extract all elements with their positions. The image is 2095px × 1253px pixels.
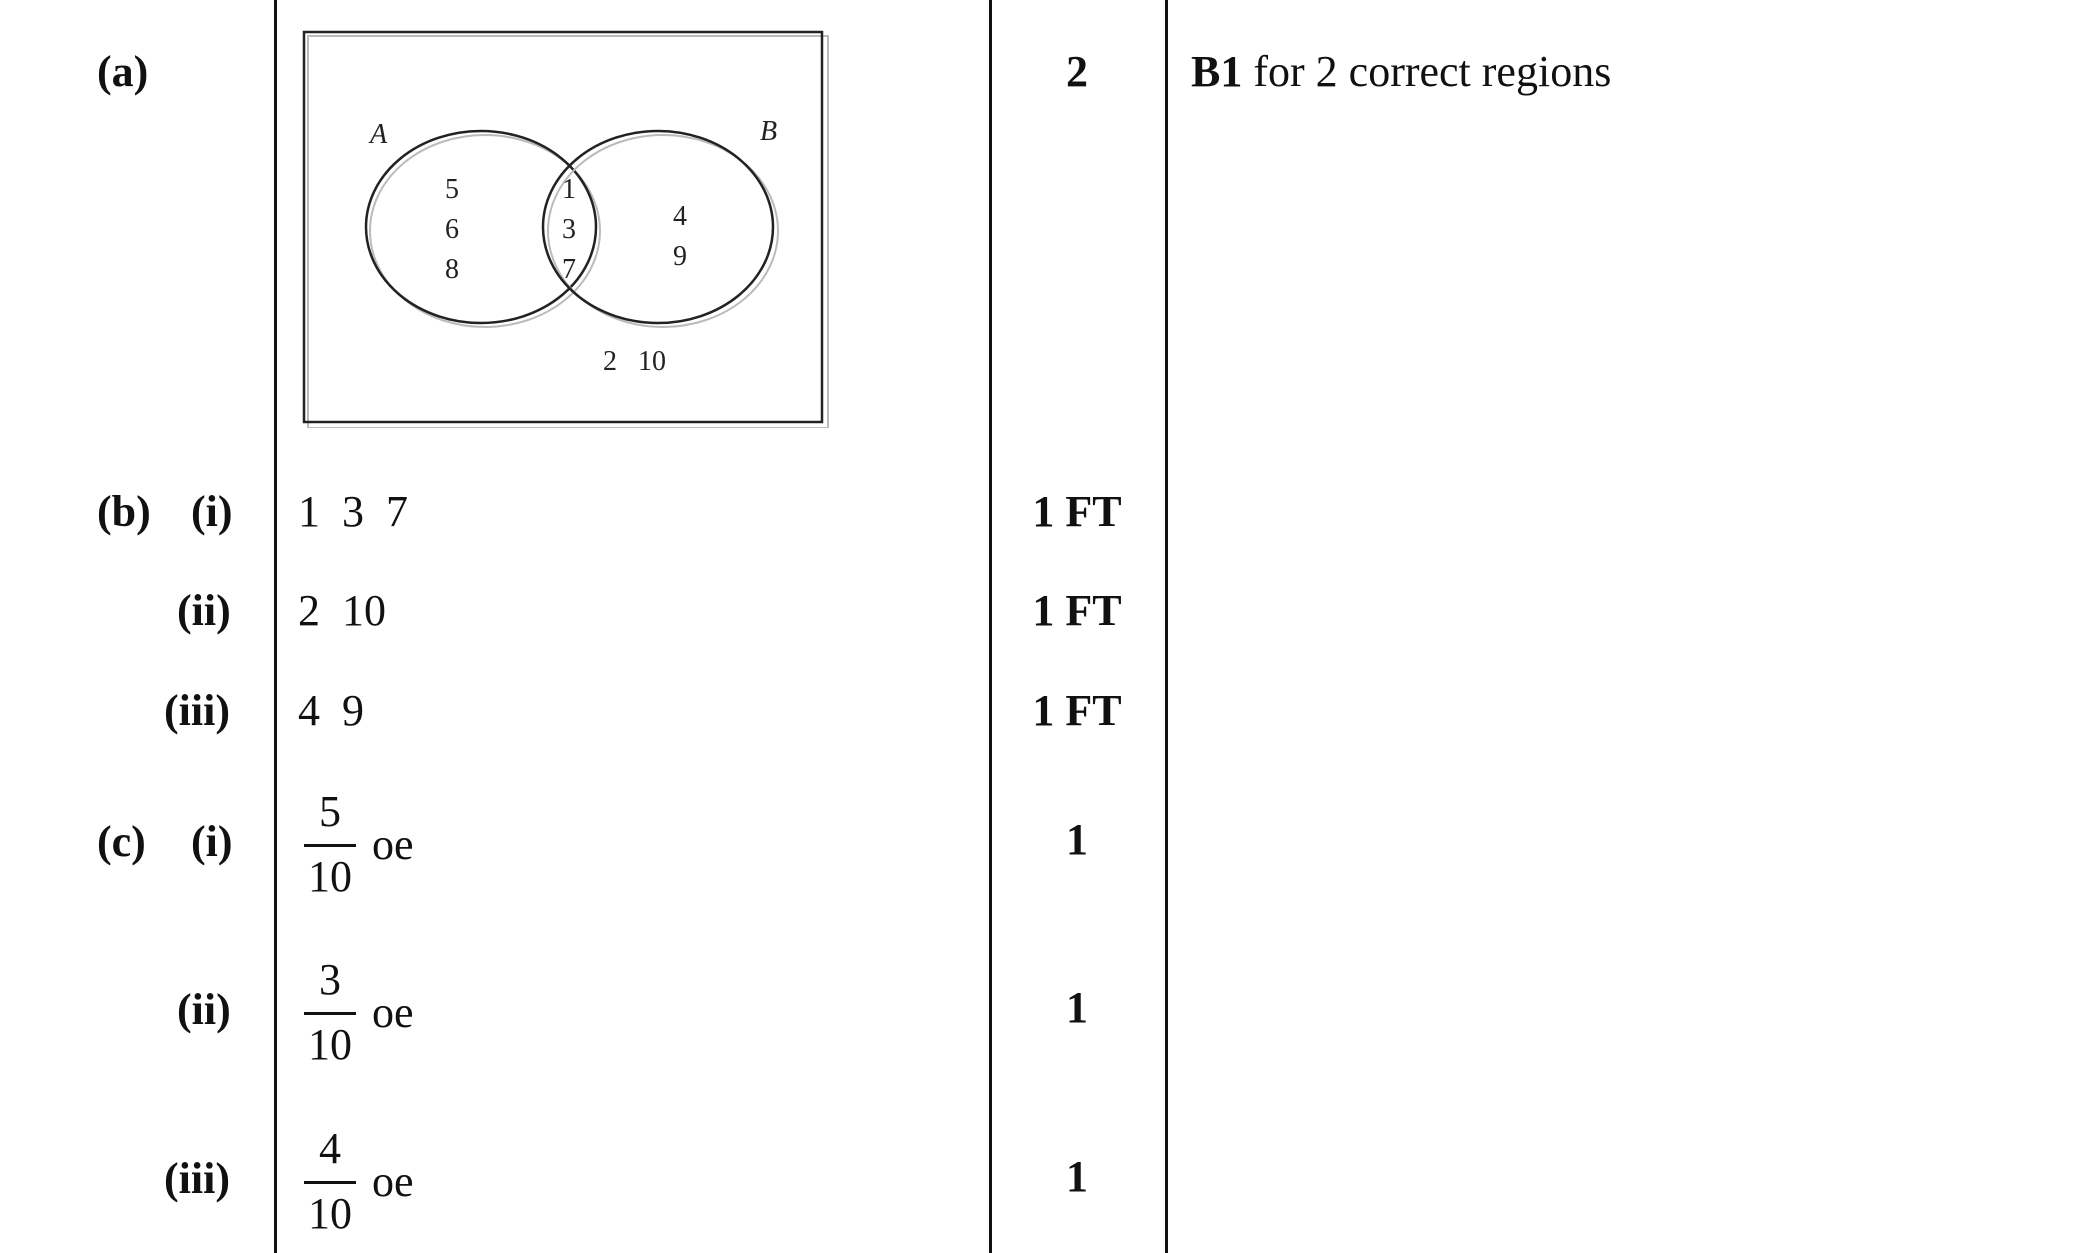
guidance-code: B1 [1191,47,1243,96]
part-c-iii-denominator: 10 [308,1189,352,1238]
venn-circle-b [541,129,775,325]
part-c-ii-suffix: oe [372,988,414,1037]
part-a-mark: 2 [1066,47,1088,96]
part-c-ii-fraction-bar [304,1012,356,1015]
column-divider-2 [989,0,992,1253]
venn-both-1: 1 [562,174,576,205]
part-c-ii-label: (ii) [177,985,231,1034]
part-b-iii-label: (iii) [164,686,230,735]
venn-label-b: B [760,116,777,147]
column-divider-1 [274,0,277,1253]
venn-circle-b-shadow [547,134,779,328]
part-b-i-label: (i) [191,487,233,536]
part-c-iii-fraction-bar [304,1181,356,1184]
part-c-iii-label: (iii) [164,1154,230,1203]
part-c-ii-denominator: 10 [308,1020,352,1069]
venn-label-a: A [368,119,388,150]
venn-circle-a [364,129,598,325]
part-a-label: (a) [97,47,149,96]
part-c-ii-mark: 1 [1066,983,1088,1032]
part-c-iii-fraction: 4 10 [304,1127,356,1236]
part-c-i-fraction: 5 10 [304,790,356,899]
part-c-i-numerator: 5 [319,787,341,836]
venn-only-a-1: 5 [445,174,459,205]
venn-only-b-1: 4 [673,201,687,232]
part-c-i-label: (i) [191,817,233,866]
part-c-ii-fraction: 3 10 [304,958,356,1067]
venn-diagram: A B 5 6 8 1 3 7 4 9 2 10 [302,30,829,428]
part-b-label: (b) [97,487,151,536]
part-a-guidance: B1 for 2 correct regions [1191,50,1611,94]
part-c-iii-suffix: oe [372,1157,414,1206]
part-c-i-fraction-bar [304,844,356,847]
part-c-iii-mark: 1 [1066,1152,1088,1201]
part-c-ii-numerator: 3 [319,955,341,1004]
venn-both-3: 7 [562,254,576,285]
venn-only-b-2: 9 [673,241,687,272]
part-b-iii-answer: 4 9 [298,686,364,735]
venn-only-a-3: 8 [445,254,459,285]
part-c-i-mark: 1 [1066,815,1088,864]
part-b-i-answer: 1 3 7 [298,487,408,536]
part-c-i-suffix: oe [372,820,414,869]
venn-both-2: 3 [562,214,576,245]
guidance-text: for 2 correct regions [1242,47,1612,96]
part-c-label: (c) [97,817,146,866]
part-b-iii-mark: 1 FT [1032,686,1122,735]
part-b-i-mark: 1 FT [1032,487,1122,536]
venn-outside: 2 10 [603,346,666,377]
part-b-ii-mark: 1 FT [1032,586,1122,635]
part-c-i-denominator: 10 [308,852,352,901]
part-c-iii-numerator: 4 [319,1124,341,1173]
column-divider-3 [1165,0,1168,1253]
venn-circle-a-shadow [369,134,601,328]
venn-only-a-2: 6 [445,214,459,245]
venn-universal-set-box-shadow [307,35,829,428]
part-b-ii-answer: 2 10 [298,586,386,635]
part-b-ii-label: (ii) [177,586,231,635]
venn-universal-set-box [302,30,824,424]
